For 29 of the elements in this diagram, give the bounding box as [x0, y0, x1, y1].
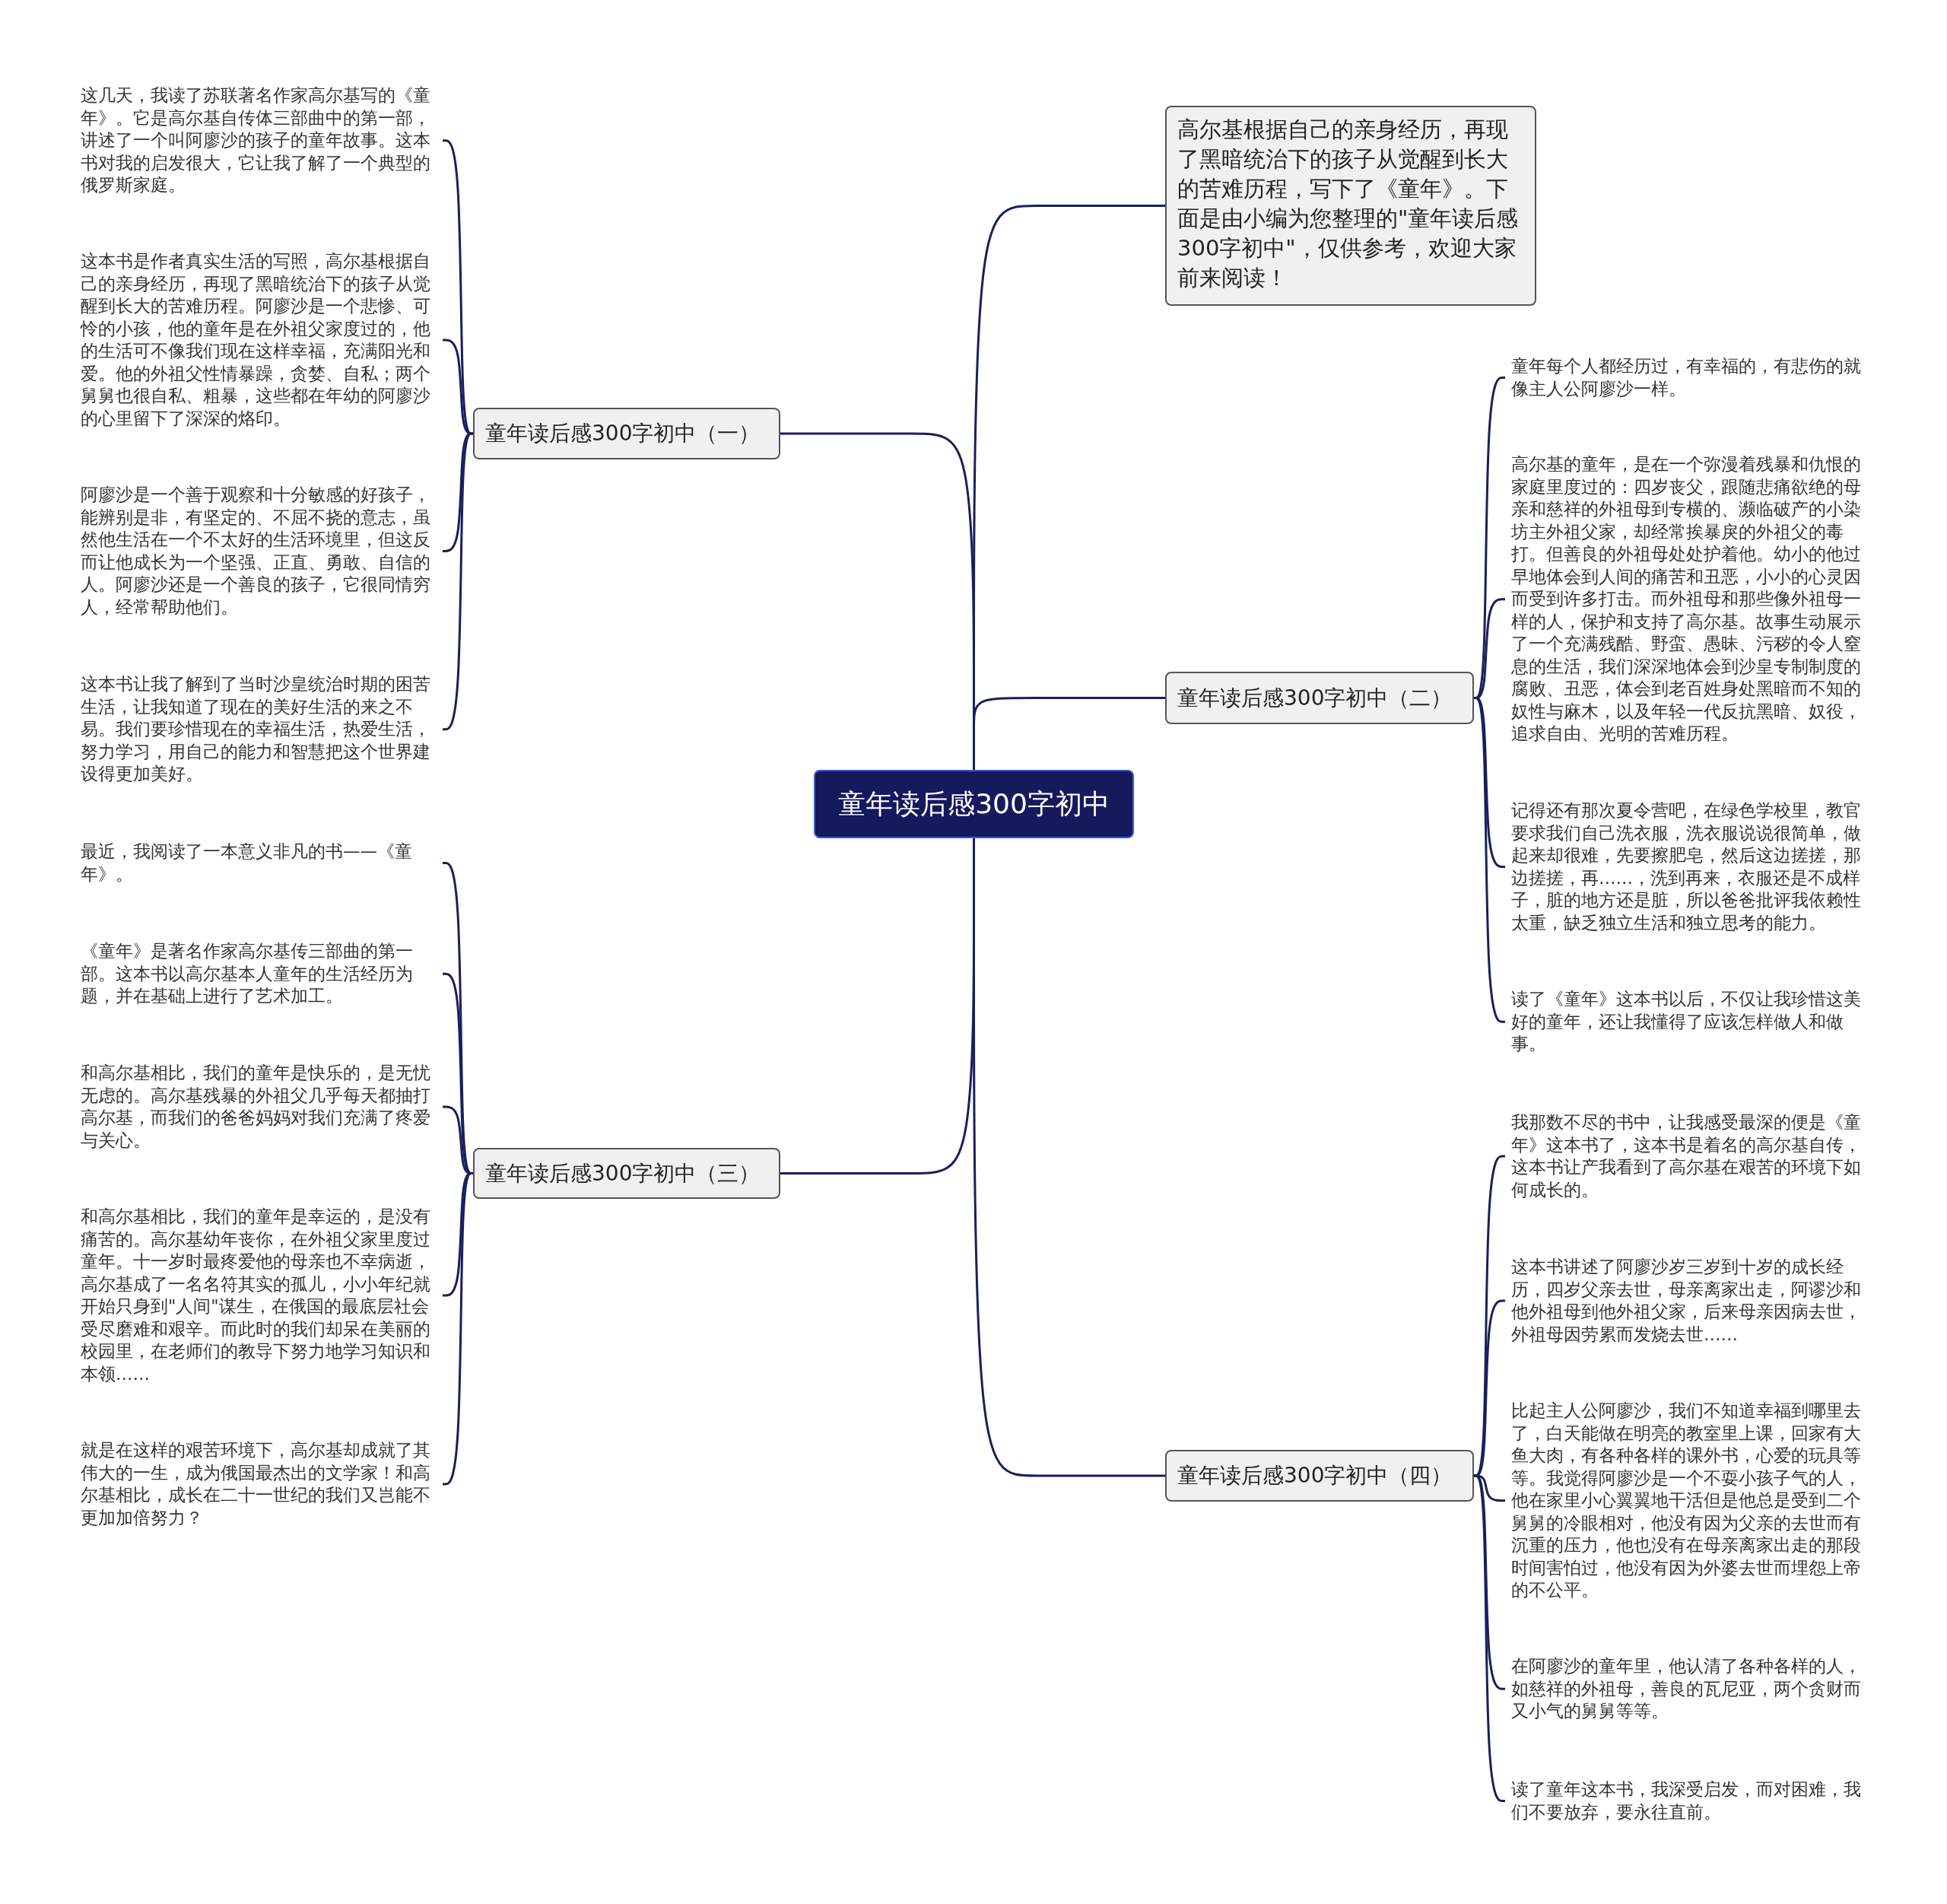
connector-line [443, 432, 474, 731]
branch-topic-box: 童年读后感300字初中（四） [1165, 1450, 1474, 1502]
branch-topic-box: 童年读后感300字初中（二） [1165, 672, 1474, 724]
text-note: 我那数不尽的书中，让我感受最深的便是《童年》这本书了，这本书是着名的高尔基自传，这本书让产我看到了高尔基在艰苦的环境下如何成长的。 [1511, 1111, 1862, 1201]
text-note: 阿廖沙是一个善于观察和十分敏感的好孩子，能辨别是非，有坚定的、不屈不挠的意志，虽然他生活在一个不太好的生活环境里，但这反而让他成长为一个坚强、正直、勇敢、自信的人。阿廖沙还是一个善良的孩子，它很同情穷人，经常帮助他们。 [81, 484, 431, 618]
text-note: 《童年》是著名作家高尔基传三部曲的第一部。这本书以高尔基本人童年的生活经历为题，并在基础上进行了艺术加工。 [81, 940, 414, 1007]
text-note: 这本书是作者真实生活的写照，高尔基根据自己的亲身经历，再现了黑暗统治下的孩子从觉醒到长大的苦难历程。阿廖沙是一个悲惨、可怜的小孩，他的童年是在外祖父家度过的，他的生活可不像我们现在这样幸福，充满阳光和爱。他的外祖父性情暴躁，贪婪、自私；两个舅舅也很自私、粗暴，这些都在年幼的阿廖沙的心里留下了深深的烙印。 [81, 250, 431, 430]
text-note: 比起主人公阿廖沙，我们不知道幸福到哪里去了，白天能做在明亮的教室里上课，回家有大鱼大肉，有各种各样的课外书，心爱的玩具等等。我觉得阿廖沙是一个不耍小孩子气的人，他在家里小心翼翼地干活但是他总是受到二个舅舅的冷眼相对，他没有因为父亲的去世而有沉重的压力，他也没有在母亲离家出走的那段时间害怕过，他没有因为外婆去世而埋怨上帝的不公平。 [1511, 1400, 1862, 1601]
connector-line [443, 339, 473, 435]
text-note: 和高尔基相比，我们的童年是幸运的，是没有痛苦的。高尔基幼年丧你，在外祖父家里度过童年。十一岁时最疼爱他的母亲也不幸病逝，高尔基成了一名名符其实的孤儿，小小年纪就开始只身到"人间"谋生，在俄国的最底层社会受尽磨难和艰辛。而此时的我们却呆在美丽的校园里，在老师们的教导下努力地学习知识和本领…… [81, 1206, 431, 1385]
text-note: 在阿廖沙的童年里，他认清了各种各样的人，如慈祥的外祖母，善良的瓦尼亚，两个贪财而又小气的舅舅等等。 [1511, 1655, 1862, 1722]
connector-line [1474, 1299, 1505, 1477]
intro-box: 高尔基根据自己的亲身经历，再现了黑暗统治下的孩子从觉醒到长大的苦难历程，写下了《童年》。下面是由小编为您整理的"童年读后感300字初中"，仅供参考，欢迎大家前来阅读！ [1165, 106, 1536, 306]
connector-line [1473, 1474, 1505, 1802]
text-note: 和高尔基相比，我们的童年是快乐的，是无忧无虑的。高尔基残暴的外祖父几乎每天都抽打高尔基，而我们的爸爸妈妈对我们充满了疼爱与关心。 [81, 1062, 431, 1152]
text-note: 高尔基的童年，是在一个弥漫着残暴和仇恨的家庭里度过的：四岁丧父，跟随悲痛欲绝的母亲和慈祥的外祖母到专横的、濒临破产的小染坊主外祖父家，却经常挨暴戾的外祖父的毒打。但善良的外祖母处处护着他。幼小的他过早地体会到人间的痛苦和丑恶，小小的心灵因而受到许多打击。而外祖母和那些像外祖母一样的人，保护和支持了高尔基。故事生动展示了一个充满残酷、野蛮、愚昧、污秽的令人窒息的生活，我们深深地体会到沙皇专制制度的腐败、丑恶，体会到老百姓身处黑暗而不知的奴性与麻木，以及年轻一代反抗黑暗、奴役，追求自由、光明的苦难历程。 [1511, 453, 1862, 745]
text-note: 读了童年这本书，我深受启发，而对困难，我们不要放弃，要永往直前。 [1511, 1778, 1862, 1823]
text-note: 读了《童年》这本书以后，不仅让我珍惜这美好的童年，还让我懂得了应该怎样做人和做事。 [1511, 988, 1862, 1055]
text-note: 记得还有那次夏令营吧，在绿色学校里，教官要求我们自己洗衣服，洗衣服说说很简单，做起来却很难，先要擦肥皂，然后这边搓搓，那边搓搓，再……，洗到再来，衣服还是不成样子，脏的地方还是脏，所以爸爸批评我依赖性太重，缺乏独立生活和独立思考的能力。 [1511, 799, 1862, 934]
branch-topic-box: 童年读后感300字初中（一） [473, 408, 780, 459]
text-note: 这本书讲述了阿廖沙岁三岁到十岁的成长经历，四岁父亲去世，母亲离家出走，阿谬沙和他外祖母到他外祖父家，后来母亲因病去世，外祖母因劳累而发烧去世…… [1511, 1256, 1862, 1346]
connector-line [973, 697, 1165, 770]
text-note: 就是在这样的艰苦环境下，高尔基却成就了其伟大的一生，成为俄国最杰出的文学家！和高尔基相比，成长在二十一世纪的我们又岂能不更加加倍努力？ [81, 1439, 431, 1529]
central-topic-box: 童年读后感300字初中 [814, 770, 1134, 838]
branch-topic-box: 童年读后感300字初中（三） [473, 1148, 780, 1199]
text-note: 最近，我阅读了一本意义非凡的书——《童年》。 [81, 841, 413, 885]
text-note: 童年每个人都经历过，有幸福的，有悲伤的就像主人公阿廖沙一样。 [1511, 355, 1862, 400]
text-note: 这几天，我读了苏联著名作家高尔基写的《童年》。它是高尔基自传体三部曲中的第一部，讲述了一个叫阿廖沙的孩子的童年故事。这本书对我的启发很大，它让我了解了一个典型的俄罗斯家庭。 [81, 84, 431, 196]
text-note: 这本书让我了解到了当时沙皇统治时期的困苦生活，让我知道了现在的美好生活的来之不易。我们要珍惜现在的幸福生活，热爱生活，努力学习，用自己的能力和智慧把这个世界建设得更加美好。 [81, 673, 431, 785]
